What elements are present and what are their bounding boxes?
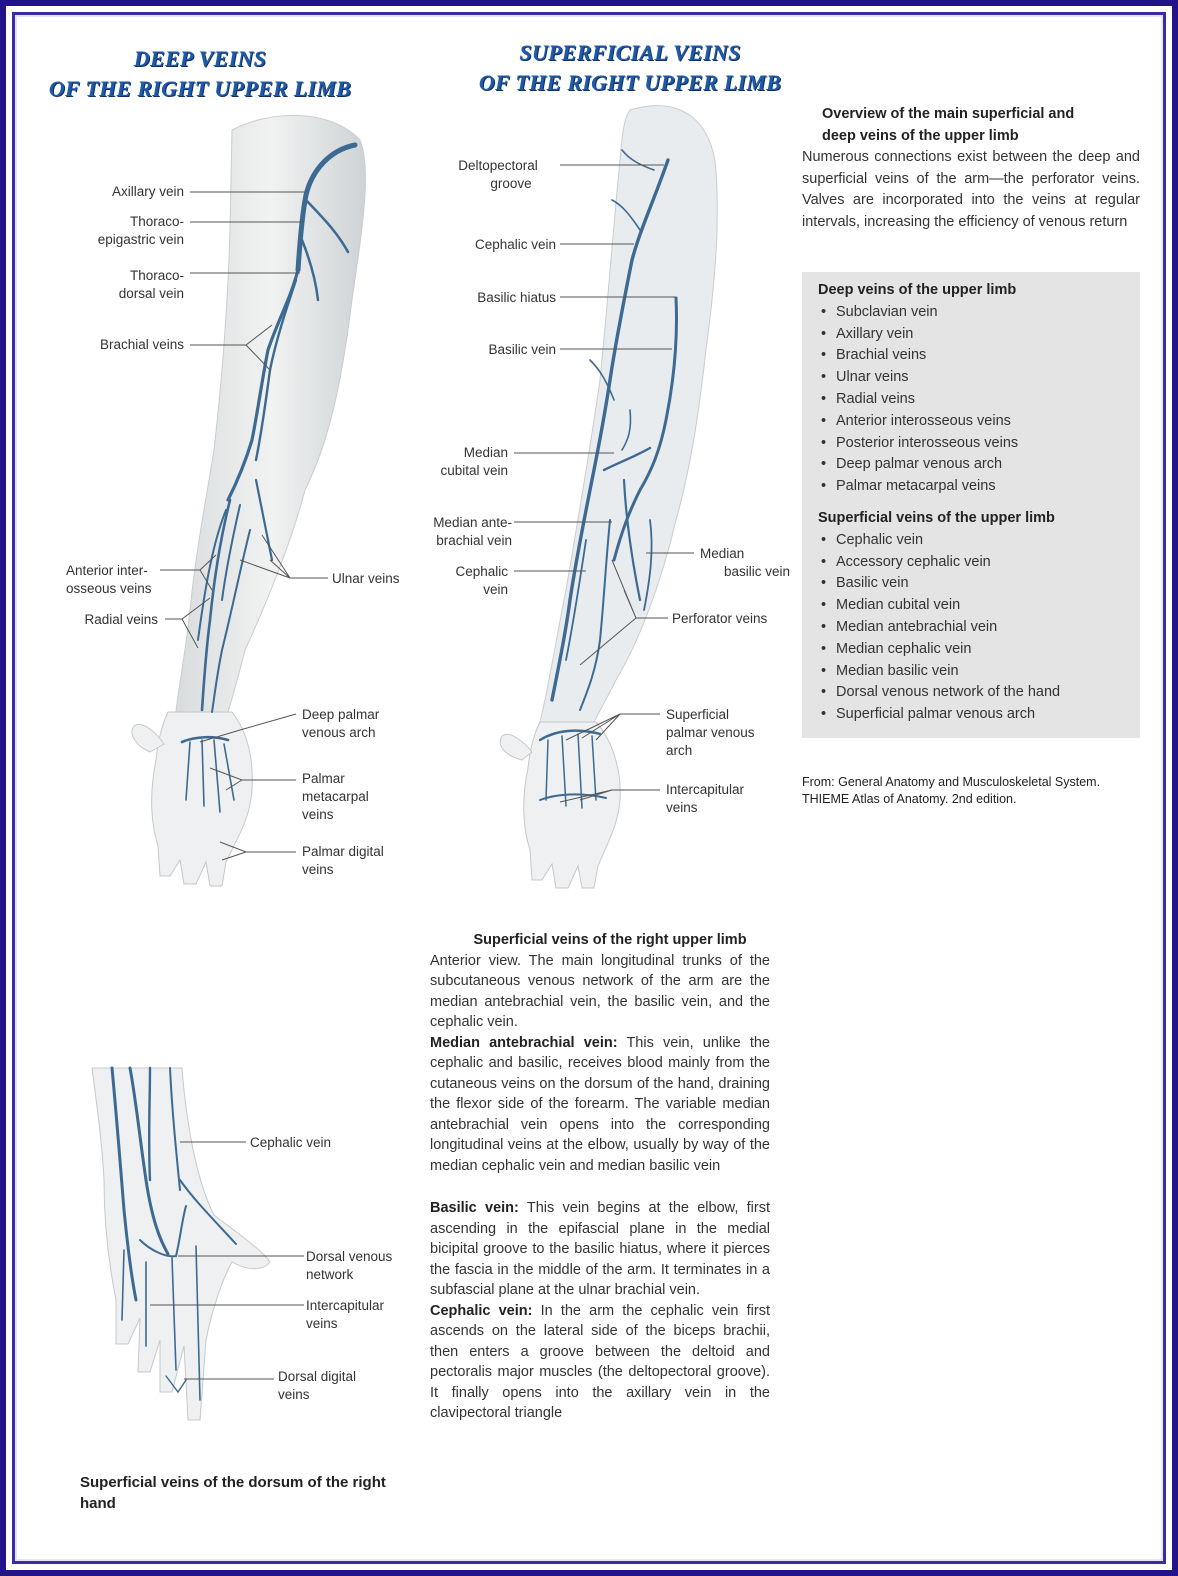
label-brachial-veins: Brachial veins: [99, 337, 184, 352]
source-citation: From: General Anatomy and Musculoskeleta…: [802, 775, 1101, 806]
label-radial-veins: Radial veins: [84, 612, 158, 627]
superficial-vein-list-item: Median antebrachial vein: [818, 617, 1140, 639]
superficial-vein-list-item: Median cubital vein: [818, 595, 1140, 617]
superficial-vein-list-item: Dorsal venous network of the hand: [818, 682, 1140, 704]
superficial-vein-list-item: Median cephalic vein: [818, 639, 1140, 661]
superficial-vein-list-item: Basilic vein: [818, 573, 1140, 595]
deep-vein-list-item: Ulnar veins: [818, 367, 1140, 389]
superficial-vein-list-item: Accessory cephalic vein: [818, 552, 1140, 574]
description-intro: Anterior view. The main longitudinal tru…: [430, 952, 770, 1031]
deep-vein-list-item: Radial veins: [818, 389, 1140, 411]
superficial-vein-list-item: Cephalic vein: [818, 530, 1140, 552]
superficial-vein-list-item: Superficial palmar venous arch: [818, 704, 1140, 726]
label-cephalic-vein-upper: Cephalic vein: [474, 237, 556, 252]
deep-vein-list-item: Posterior interosseous veins: [818, 433, 1140, 455]
description-cephalic: Cephalic vein: In the arm the cephalic v…: [430, 1302, 770, 1422]
label-anterior-interosseous-veins: Anterior inter-osseous veins: [66, 563, 152, 596]
dorsum-hand-caption: Superficial veins of the dorsum of the r…: [80, 1474, 386, 1512]
superficial-description: Superficial veins of the right upper lim…: [430, 930, 770, 1424]
deep-vein-list-item: Axillary vein: [818, 324, 1140, 346]
deep-vein-list-item: Anterior interosseous veins: [818, 411, 1140, 433]
description-basilic: Basilic vein: This vein begins at the el…: [430, 1200, 770, 1298]
label-thoracoepigastric-vein: Thoraco-epigastric vein: [97, 214, 184, 247]
label-median-antebrachial-vein: Median ante-brachial vein: [433, 515, 512, 548]
vein-lists-panel: Deep veins of the upper limb Subclavian …: [802, 272, 1140, 738]
overview-body: Numerous connections exist between the d…: [802, 149, 1140, 230]
label-perforator-veins: Perforator veins: [672, 611, 768, 626]
superficial-list-title: Superficial veins of the upper limb: [818, 509, 1055, 526]
description-median: Median antebrachial vein: This vein, unl…: [430, 1034, 770, 1174]
deep-vein-list-item: Deep palmar venous arch: [818, 454, 1140, 476]
superficial-vein-list-item: Median basilic vein: [818, 661, 1140, 683]
label-basilic-vein: Basilic vein: [488, 342, 556, 357]
label-thoracodorsal-vein: Thoraco-dorsal vein: [118, 268, 184, 301]
deep-vein-list-item: Brachial veins: [818, 345, 1140, 367]
label-hand-cephalic-vein: Cephalic vein: [250, 1135, 332, 1150]
label-ulnar-veins: Ulnar veins: [332, 571, 400, 586]
superficial-veins-list: Cephalic veinAccessory cephalic veinBasi…: [818, 530, 1140, 726]
deep-vein-list-item: Subclavian vein: [818, 302, 1140, 324]
label-axillary-vein: Axillary vein: [111, 184, 184, 199]
deep-list-title: Deep veins of the upper limb: [818, 282, 1017, 298]
description-title: Superficial veins of the right upper lim…: [473, 932, 747, 948]
deep-vein-list-item: Palmar metacarpal veins: [818, 476, 1140, 498]
label-basilic-hiatus: Basilic hiatus: [477, 290, 556, 305]
